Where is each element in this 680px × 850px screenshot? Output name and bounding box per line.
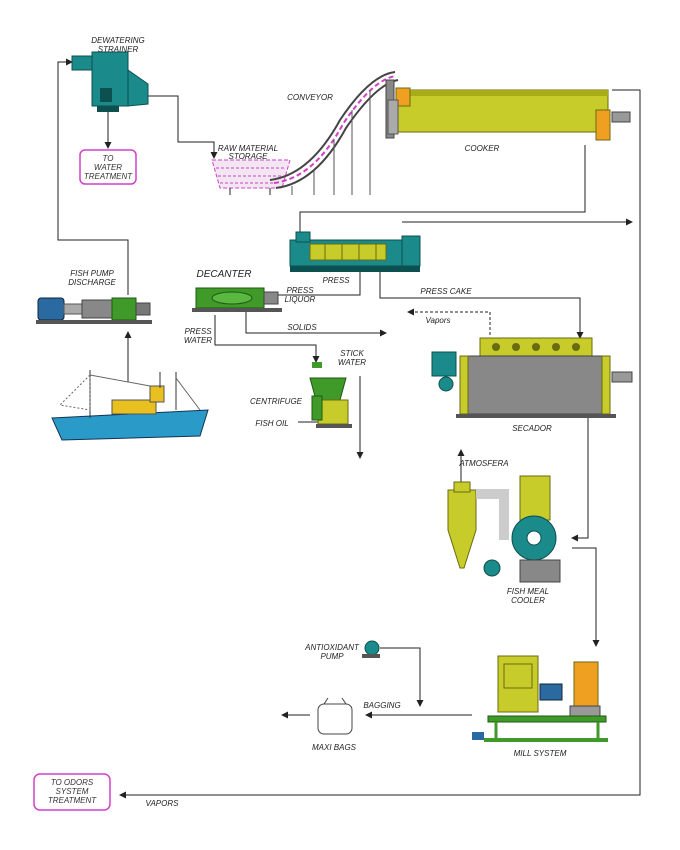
atmosfera-label: ATMOSFERA xyxy=(458,459,508,468)
raw-material-label-1: RAW MATERIAL xyxy=(218,144,278,153)
line-press-liquor xyxy=(261,268,361,299)
antioxidant-label-2: PUMP xyxy=(320,652,344,661)
conveyor-label: CONVEYOR xyxy=(287,93,333,102)
centrifuge xyxy=(309,362,352,428)
water-treatment-label-3: TREATMENT xyxy=(84,172,133,181)
line-antioxidant xyxy=(380,647,424,707)
maxi-bag xyxy=(317,697,353,735)
decanter xyxy=(192,287,282,312)
dewatering-strainer-label-1: DEWATERING xyxy=(91,36,144,45)
raw-material-label-2: STORAGE xyxy=(229,152,269,161)
fish-pump-label-2: DISCHARGE xyxy=(68,278,116,287)
secador-label: SECADOR xyxy=(512,424,552,433)
fish-meal-cooler xyxy=(447,475,561,583)
dewatering-strainer-label-2: STRAINER xyxy=(98,45,139,54)
dewatering-strainer xyxy=(71,51,149,112)
stick-water-label-2: WATER xyxy=(338,358,366,367)
line-press-water xyxy=(214,315,320,363)
line-secador-to-cooler xyxy=(571,395,589,542)
water-treatment-box xyxy=(79,149,137,185)
cooker-label: COOKER xyxy=(465,144,500,153)
odors-label-3: TREATMENT xyxy=(48,796,97,805)
flow-lines xyxy=(57,58,641,799)
line-pump-to-strainer xyxy=(57,58,129,295)
water-treatment-label-1: TO xyxy=(103,154,114,163)
line-vapors-dashed xyxy=(407,308,491,335)
odors-label-2: SYSTEM xyxy=(56,787,89,796)
odors-treatment-box xyxy=(33,773,111,811)
vapors-top-label: Vapors xyxy=(425,316,450,325)
antioxidant-pump xyxy=(362,640,380,658)
line-cooler-to-mill xyxy=(572,547,600,647)
press-cake-label: PRESS CAKE xyxy=(420,287,472,296)
fish-oil-label: FISH OIL xyxy=(255,419,288,428)
line-cooker-to-press xyxy=(296,145,586,239)
raw-material-storage xyxy=(211,159,291,195)
maxi-bags-label: MAXI BAGS xyxy=(312,743,357,752)
press-water-label-2: WATER xyxy=(184,336,212,345)
conveyor xyxy=(269,71,399,195)
mill-system-label: MILL SYSTEM xyxy=(514,749,567,758)
bagging-label: BAGGING xyxy=(363,701,400,710)
press-liquor-label-1: PRESS xyxy=(286,286,314,295)
secador xyxy=(431,337,633,418)
line-press-cake xyxy=(379,268,584,339)
stick-water-label-1: STICK xyxy=(340,349,364,358)
decanter-label: DECANTER xyxy=(196,269,251,280)
water-treatment-label-2: WATER xyxy=(94,163,122,172)
fish-meal-cooler-label-2: COOLER xyxy=(511,596,545,605)
antioxidant-label-1: ANTIOXIDANT xyxy=(304,643,360,652)
solids-label: SOLIDS xyxy=(287,323,317,332)
press-liquor-label-2: LIQUOR xyxy=(285,295,316,304)
line-strainer-to-storage xyxy=(148,95,218,159)
line-vapors-right xyxy=(119,89,641,799)
press-label: PRESS xyxy=(322,276,350,285)
press-water-label-1: PRESS xyxy=(184,327,212,336)
vapors-bottom-label: VAPORS xyxy=(146,799,180,808)
fish-meal-cooler-label-1: FISH MEAL xyxy=(507,587,549,596)
centrifuge-label: CENTRIFUGE xyxy=(250,397,303,406)
mill-system xyxy=(472,655,608,742)
line-solids xyxy=(245,310,387,337)
odors-label-1: TO ODORS xyxy=(51,778,94,787)
press xyxy=(289,231,421,272)
fish-pump-label-1: FISH PUMP xyxy=(70,269,114,278)
fishing-boat xyxy=(51,370,209,441)
fish-pump xyxy=(36,297,152,324)
cooker xyxy=(387,87,631,141)
